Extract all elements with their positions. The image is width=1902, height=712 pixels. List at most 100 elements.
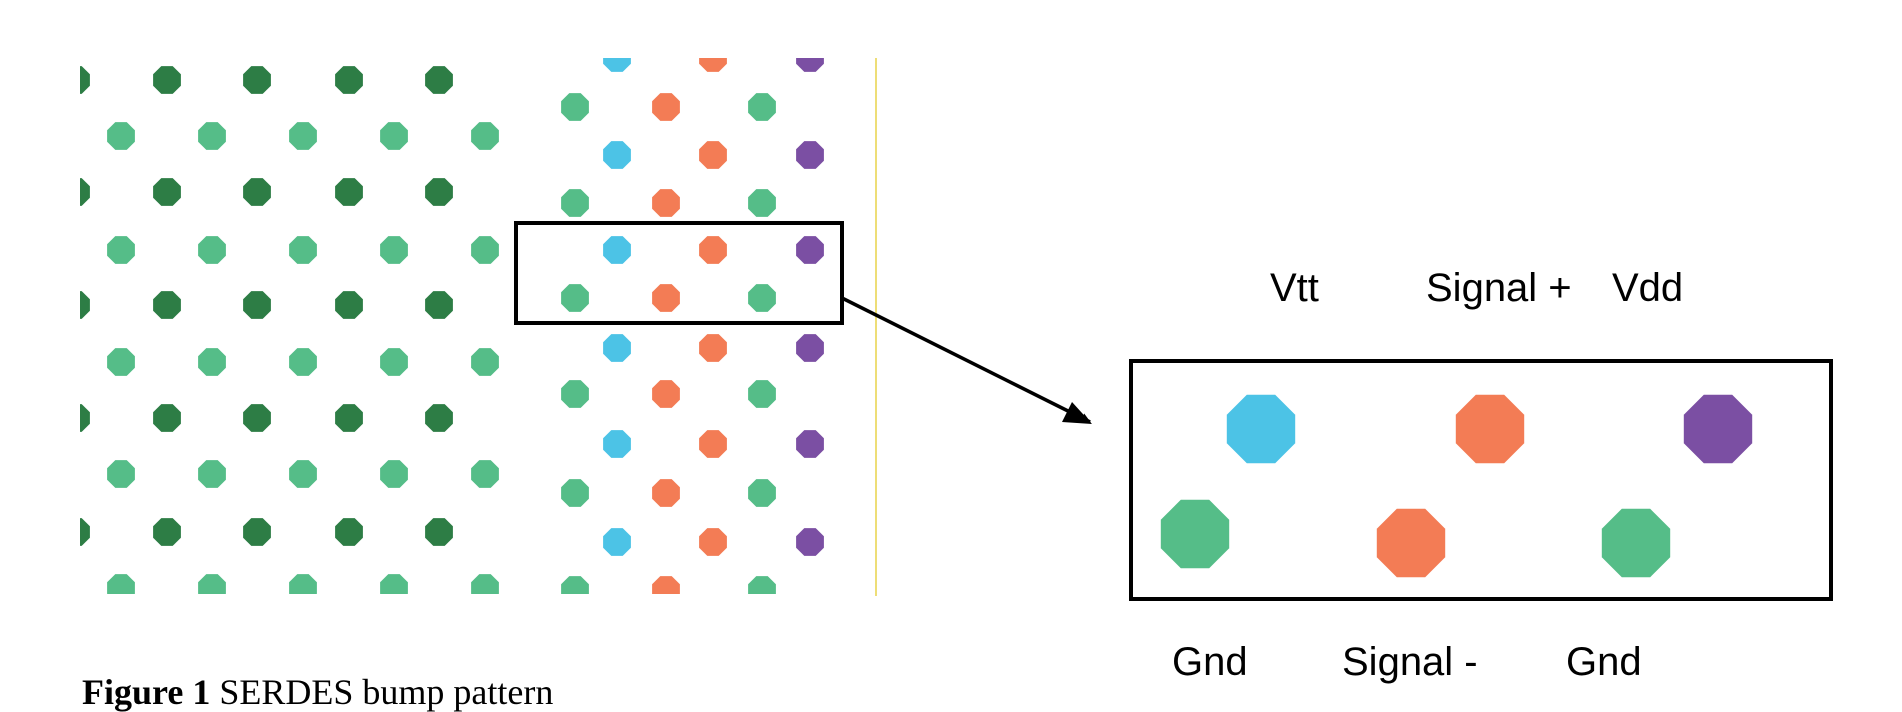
gnd-bump: [748, 189, 776, 217]
power-bump: [425, 66, 453, 94]
ground-bump: [380, 122, 408, 150]
vtt-bump: [603, 58, 631, 72]
zoom-vtt-bump: [1226, 394, 1296, 464]
zoom-vdd-bump: [1683, 394, 1753, 464]
signal-bump: [652, 189, 680, 217]
power-bump: [425, 291, 453, 319]
vtt-label: Vtt: [1270, 266, 1319, 310]
ground-bump: [380, 236, 408, 264]
signal-plus-label: Signal +: [1426, 266, 1572, 310]
power-bump: [425, 178, 453, 206]
zoom-signal-minus-bump: [1376, 508, 1446, 578]
power-bump: [80, 66, 90, 94]
ground-bump: [289, 460, 317, 488]
signal-bump: [699, 430, 727, 458]
vdd-label: Vdd: [1612, 266, 1684, 310]
ground-bump: [107, 236, 135, 264]
signal-bump: [652, 380, 680, 408]
ground-bump: [107, 122, 135, 150]
vtt-bump: [603, 236, 631, 264]
signal-bump: [699, 334, 727, 362]
gnd-bump: [561, 189, 589, 217]
power-bump: [243, 404, 271, 432]
power-bump: [425, 404, 453, 432]
vdd-bump: [796, 430, 824, 458]
gnd-bump: [748, 479, 776, 507]
ground-bump: [289, 236, 317, 264]
vdd-bump: [796, 528, 824, 556]
gnd-bump: [748, 380, 776, 408]
ground-bump: [380, 574, 408, 594]
gnd-bump: [561, 576, 589, 594]
signal-bump: [699, 141, 727, 169]
signal-bump: [652, 479, 680, 507]
vdd-bump: [796, 236, 824, 264]
power-bump: [153, 66, 181, 94]
power-bump: [80, 518, 90, 546]
ground-bump: [198, 236, 226, 264]
gnd-bump: [561, 93, 589, 121]
figure-caption: Figure 1 SERDES bump pattern: [82, 674, 553, 710]
signal-bump: [652, 284, 680, 312]
ground-bump: [198, 460, 226, 488]
power-bump: [153, 518, 181, 546]
signal-bump: [699, 236, 727, 264]
power-bump: [425, 518, 453, 546]
bump-field: [80, 58, 824, 594]
zoom-arrow: [841, 296, 1091, 424]
vtt-bump: [603, 528, 631, 556]
power-bump: [335, 518, 363, 546]
gnd-left-label: Gnd: [1172, 640, 1248, 684]
ground-bump: [471, 236, 499, 264]
gnd-bump: [561, 284, 589, 312]
zoom-gnd-right-bump: [1601, 508, 1671, 578]
ground-bump: [380, 348, 408, 376]
ground-bump: [471, 122, 499, 150]
vdd-bump: [796, 58, 824, 72]
ground-bump: [198, 348, 226, 376]
power-bump: [80, 404, 90, 432]
gnd-bump: [748, 284, 776, 312]
zoom-arrow-head: [1062, 402, 1092, 424]
ground-bump: [107, 460, 135, 488]
power-bump: [335, 291, 363, 319]
power-bump: [153, 291, 181, 319]
highlight-box: [514, 221, 844, 325]
ground-bump: [107, 348, 135, 376]
ground-bump: [107, 574, 135, 594]
ground-bump: [198, 122, 226, 150]
power-bump: [153, 178, 181, 206]
gnd-bump: [748, 576, 776, 594]
zoom-box: [1129, 359, 1833, 601]
zoom-bumps: [1160, 394, 1753, 578]
vtt-bump: [603, 430, 631, 458]
signal-bump: [699, 58, 727, 72]
vtt-bump: [603, 141, 631, 169]
zoom-signal-plus-bump: [1455, 394, 1525, 464]
figure-number: Figure 1: [82, 672, 211, 712]
ground-bump: [289, 122, 317, 150]
bump-pattern-diagram: [80, 58, 1833, 601]
vdd-bump: [796, 334, 824, 362]
power-bump: [243, 518, 271, 546]
ground-bump: [198, 574, 226, 594]
power-bump: [335, 178, 363, 206]
figure-caption-text: SERDES bump pattern: [210, 672, 554, 712]
gnd-bump: [748, 93, 776, 121]
power-bump: [335, 404, 363, 432]
power-bump: [80, 178, 90, 206]
vdd-bump: [796, 141, 824, 169]
power-bump: [153, 404, 181, 432]
signal-bump: [699, 528, 727, 556]
gnd-bump: [561, 380, 589, 408]
ground-bump: [289, 574, 317, 594]
signal-bump: [652, 576, 680, 594]
gnd-right-label: Gnd: [1566, 640, 1642, 684]
power-bump: [335, 66, 363, 94]
ground-bump: [471, 574, 499, 594]
power-bump: [243, 178, 271, 206]
gnd-bump: [561, 479, 589, 507]
ground-bump: [380, 460, 408, 488]
power-bump: [243, 66, 271, 94]
ground-bump: [471, 348, 499, 376]
